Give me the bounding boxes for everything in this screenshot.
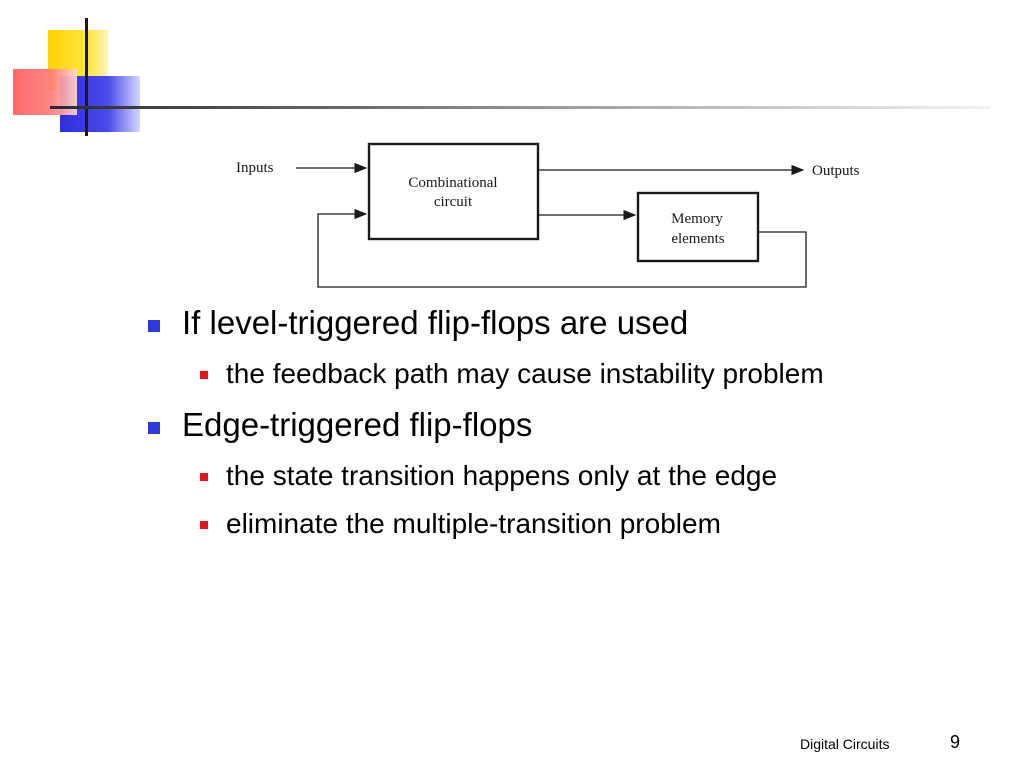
memory-label-line1: Memory bbox=[671, 211, 723, 227]
footer-title: Digital Circuits bbox=[800, 736, 890, 752]
memory-elements-box bbox=[636, 191, 760, 263]
bullet-item-level-triggered: If level-triggered flip-flops are used bbox=[146, 296, 1006, 350]
bullet-item-edge-triggered: Edge-triggered flip-flops bbox=[146, 398, 1006, 452]
sub-bullet-text: the feedback path may cause instability … bbox=[226, 358, 824, 389]
inputs-label: Inputs bbox=[236, 160, 274, 176]
combinational-label-line1: Combinational bbox=[408, 175, 497, 191]
red-square-bullet-icon bbox=[200, 371, 208, 379]
bullet-text: Edge-triggered flip-flops bbox=[182, 406, 533, 443]
bullet-text: If level-triggered flip-flops are used bbox=[182, 304, 689, 341]
red-square-bullet-icon bbox=[200, 473, 208, 481]
combinational-circuit-box bbox=[367, 142, 540, 241]
blue-square-bullet-icon bbox=[148, 422, 160, 434]
sub-bullet-item-instability: the feedback path may cause instability … bbox=[200, 350, 1006, 398]
sequential-circuit-diagram: Inputs Combinational circuit Outputs Mem… bbox=[236, 142, 860, 288]
sub-bullet-item-eliminate: eliminate the multiple-transition proble… bbox=[200, 500, 1006, 548]
page-number: 9 bbox=[950, 732, 961, 752]
red-square-bullet-icon bbox=[200, 521, 208, 529]
memory-label-line2: elements bbox=[671, 231, 724, 247]
blue-square-bullet-icon bbox=[148, 320, 160, 332]
sub-bullet-text: the state transition happens only at the… bbox=[226, 460, 778, 491]
outputs-label: Outputs bbox=[812, 163, 860, 179]
combinational-label-line2: circuit bbox=[434, 194, 473, 210]
bullet-list: If level-triggered flip-flops are used t… bbox=[146, 296, 1006, 548]
title-divider-line bbox=[50, 106, 990, 109]
sub-bullet-item-state-transition: the state transition happens only at the… bbox=[200, 452, 1006, 500]
sub-bullet-text: eliminate the multiple-transition proble… bbox=[226, 508, 721, 539]
decor-vertical-line bbox=[85, 18, 88, 136]
feedback-path bbox=[317, 208, 807, 288]
